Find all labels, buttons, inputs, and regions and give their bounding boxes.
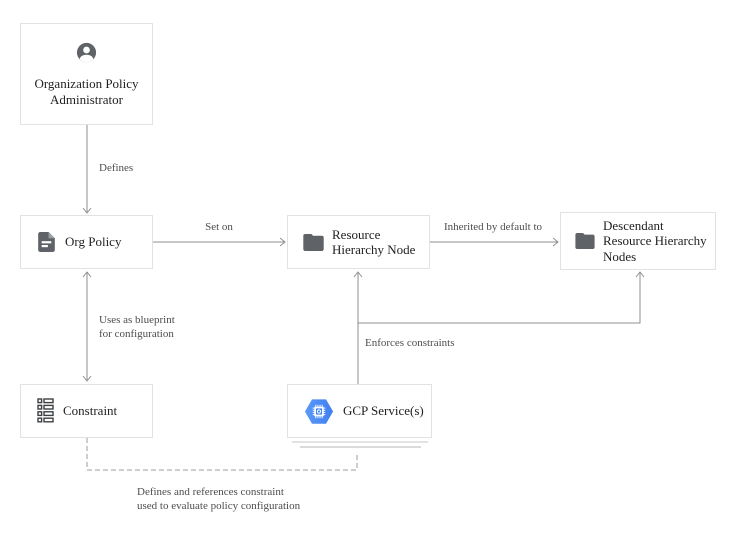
node-label-line: Resource [332, 226, 381, 242]
arrowhead-right-icon [279, 237, 286, 247]
edge-enforces-branch-line [358, 272, 641, 324]
person-icon [76, 42, 97, 63]
node-organization-policy-administrator: Organization Policy Administrator [20, 23, 153, 125]
edge-label-uses-as-blueprint: Uses as blueprint for configuration [99, 314, 175, 341]
folder-icon [303, 233, 324, 251]
document-icon [38, 232, 55, 252]
node-org-policy: Org Policy [20, 215, 153, 269]
node-label-line: Administrator [50, 91, 123, 107]
arrowhead-down-icon [82, 207, 92, 214]
node-label-line: Descendant [603, 217, 664, 233]
gcp-stack-line-1 [292, 441, 428, 443]
node-label: Constraint [63, 403, 118, 419]
edge-label-defines: Defines [99, 162, 134, 174]
edge-label-line: Defines and references constraint [137, 486, 284, 498]
edge-label-line: for configuration [99, 327, 174, 340]
node-gcp-services: GCP Service(s) [287, 384, 432, 438]
arrowhead-up-icon [353, 271, 363, 278]
gcp-hexagon-chip-icon [304, 398, 334, 424]
edge-references-dashed-line [86, 438, 358, 471]
node-constraint: Constraint [20, 384, 153, 438]
node-label-line: Nodes [603, 248, 637, 264]
node-label-line: Resource Hierarchy [603, 233, 707, 249]
node-descendant-resource-hierarchy-nodes: Descendant Resource Hierarchy Nodes [560, 212, 716, 270]
arrowhead-up-icon [635, 271, 645, 278]
arrowhead-right-icon [552, 237, 559, 247]
gcp-stack-line-2 [300, 446, 421, 448]
list-icon [37, 398, 54, 423]
node-label: Org Policy [65, 234, 122, 250]
edge-label-line: Uses as blueprint [99, 314, 175, 326]
edge-label-enforces-constraints: Enforces constraints [365, 337, 455, 349]
edge-label-inherited-by-default-to: Inherited by default to [443, 221, 543, 233]
edge-label-line: used to evaluate policy configuration [137, 499, 301, 512]
edge-label-set-on: Set on [205, 221, 233, 233]
arrowhead-down-icon [82, 375, 92, 382]
node-label-line: Hierarchy Node [332, 242, 416, 257]
folder-icon [575, 233, 595, 249]
arrowhead-up-icon [82, 271, 92, 278]
node-resource-hierarchy-node: Resource Hierarchy Node [287, 215, 430, 269]
node-label: GCP Service(s) [343, 403, 424, 419]
node-label-line: Organization Policy [34, 76, 139, 91]
edge-label-defines-and-references: Defines and references constraint used t… [137, 486, 300, 513]
